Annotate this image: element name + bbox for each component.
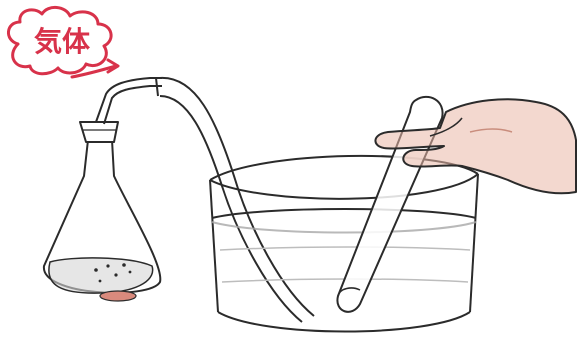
trough-right-wall xyxy=(470,174,478,312)
gas-label-cloud: 気体 xyxy=(8,7,118,77)
trough-left-wall xyxy=(210,180,218,312)
arrow-icon xyxy=(72,60,118,77)
water-surface xyxy=(212,209,476,218)
erlenmeyer-flask xyxy=(44,122,160,301)
trough-front-rim xyxy=(210,174,478,199)
flask-stopper xyxy=(80,122,118,142)
gas-label: 気体 xyxy=(34,25,91,58)
trough-bottom xyxy=(218,312,470,332)
